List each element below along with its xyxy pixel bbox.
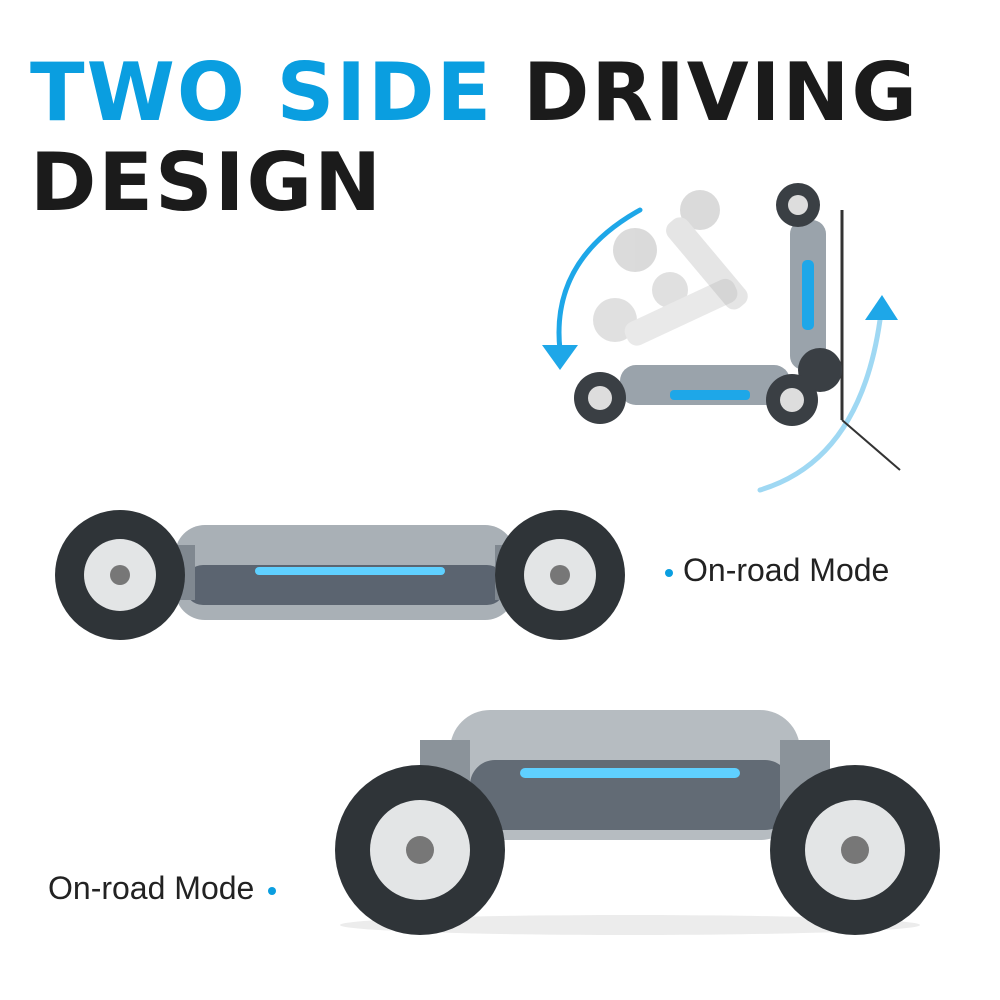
caption-bottom-text: On-road Mode xyxy=(48,870,255,906)
headline: TWO SIDE DRIVING DESIGN xyxy=(30,48,919,228)
wheel-front-left xyxy=(335,765,505,935)
car-led-strip-large xyxy=(520,768,740,778)
floor-line xyxy=(841,419,901,471)
rotate-arrow-left-head xyxy=(542,345,578,370)
caption-bottom: On-road Mode xyxy=(48,870,277,907)
car-side-view xyxy=(55,510,625,640)
rotate-arrow-right-head xyxy=(865,295,898,320)
headline-dark-text: DRIVING xyxy=(522,46,920,139)
caption-bottom-bullet xyxy=(268,886,277,895)
upright-car xyxy=(776,183,842,392)
ghost-car-2 xyxy=(613,190,748,310)
wheel-left xyxy=(55,510,185,640)
wheel-front-right xyxy=(770,765,940,935)
caption-top-bullet xyxy=(665,568,673,577)
caption-top: On-road Mode xyxy=(665,552,889,589)
wheel-right xyxy=(495,510,625,640)
rotate-arrow-right xyxy=(757,317,883,493)
caption-top-text: On-road Mode xyxy=(683,552,890,588)
car-perspective-view xyxy=(335,710,940,935)
headline-line-2: DESIGN xyxy=(30,136,384,229)
rotate-arrow-left xyxy=(556,207,643,353)
ghost-car-1 xyxy=(593,272,738,346)
car-led-strip xyxy=(255,567,445,575)
headline-line-1: TWO SIDE DRIVING xyxy=(30,48,919,138)
flat-car xyxy=(574,365,818,426)
headline-accent-text: TWO SIDE xyxy=(30,46,494,139)
flip-illustration xyxy=(542,183,901,493)
